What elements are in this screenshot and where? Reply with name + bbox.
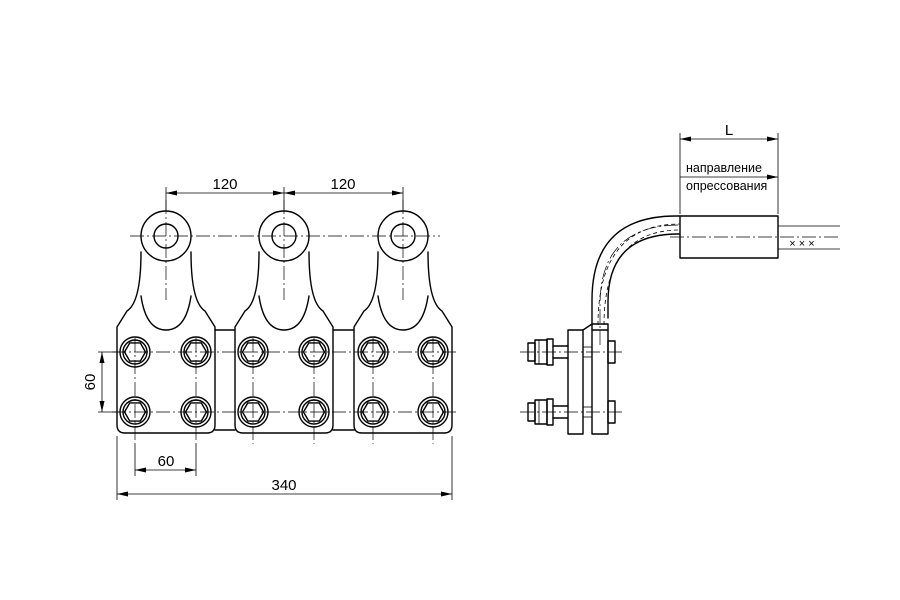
- cable-marks: × × ×: [789, 238, 814, 250]
- connecting-strip-right: [332, 329, 355, 431]
- dimension-bolt-vertical: 60: [82, 351, 120, 413]
- side-plate-front: [567, 329, 584, 435]
- front-view: 120 120 60 60 340: [82, 176, 458, 500]
- dimension-label-60-horizontal: 60: [158, 453, 175, 470]
- dimension-pitch: 120 120: [165, 176, 404, 210]
- bent-barrel: [591, 215, 681, 345]
- bolt-heads: [119, 336, 449, 428]
- dimension-label-340: 340: [271, 477, 296, 494]
- terminal-plate-right: [353, 251, 453, 434]
- dimension-label-120-right: 120: [330, 176, 355, 193]
- pressing-direction-note: направление опрессования: [680, 161, 778, 193]
- dimension-bolt-horizontal: 60: [134, 444, 197, 476]
- dimension-sleeve-length: L: [679, 122, 779, 214]
- pressing-direction-line2: опрессования: [686, 179, 767, 193]
- terminal-plate-middle: [234, 251, 334, 434]
- dimension-label-60-vertical: 60: [82, 374, 99, 391]
- center-lines: [112, 200, 458, 444]
- terminal-plate-left: [116, 251, 216, 434]
- side-view: × × ×: [520, 122, 840, 435]
- pressing-direction-line1: направление: [686, 161, 762, 175]
- dimension-label-L: L: [725, 122, 733, 139]
- dimension-label-120-left: 120: [212, 176, 237, 193]
- side-plate-back: [591, 329, 609, 435]
- dimension-overall: 340: [116, 436, 453, 500]
- connecting-strip-left: [214, 329, 236, 431]
- side-plate-lip: [582, 323, 609, 331]
- cable: × × ×: [778, 225, 840, 250]
